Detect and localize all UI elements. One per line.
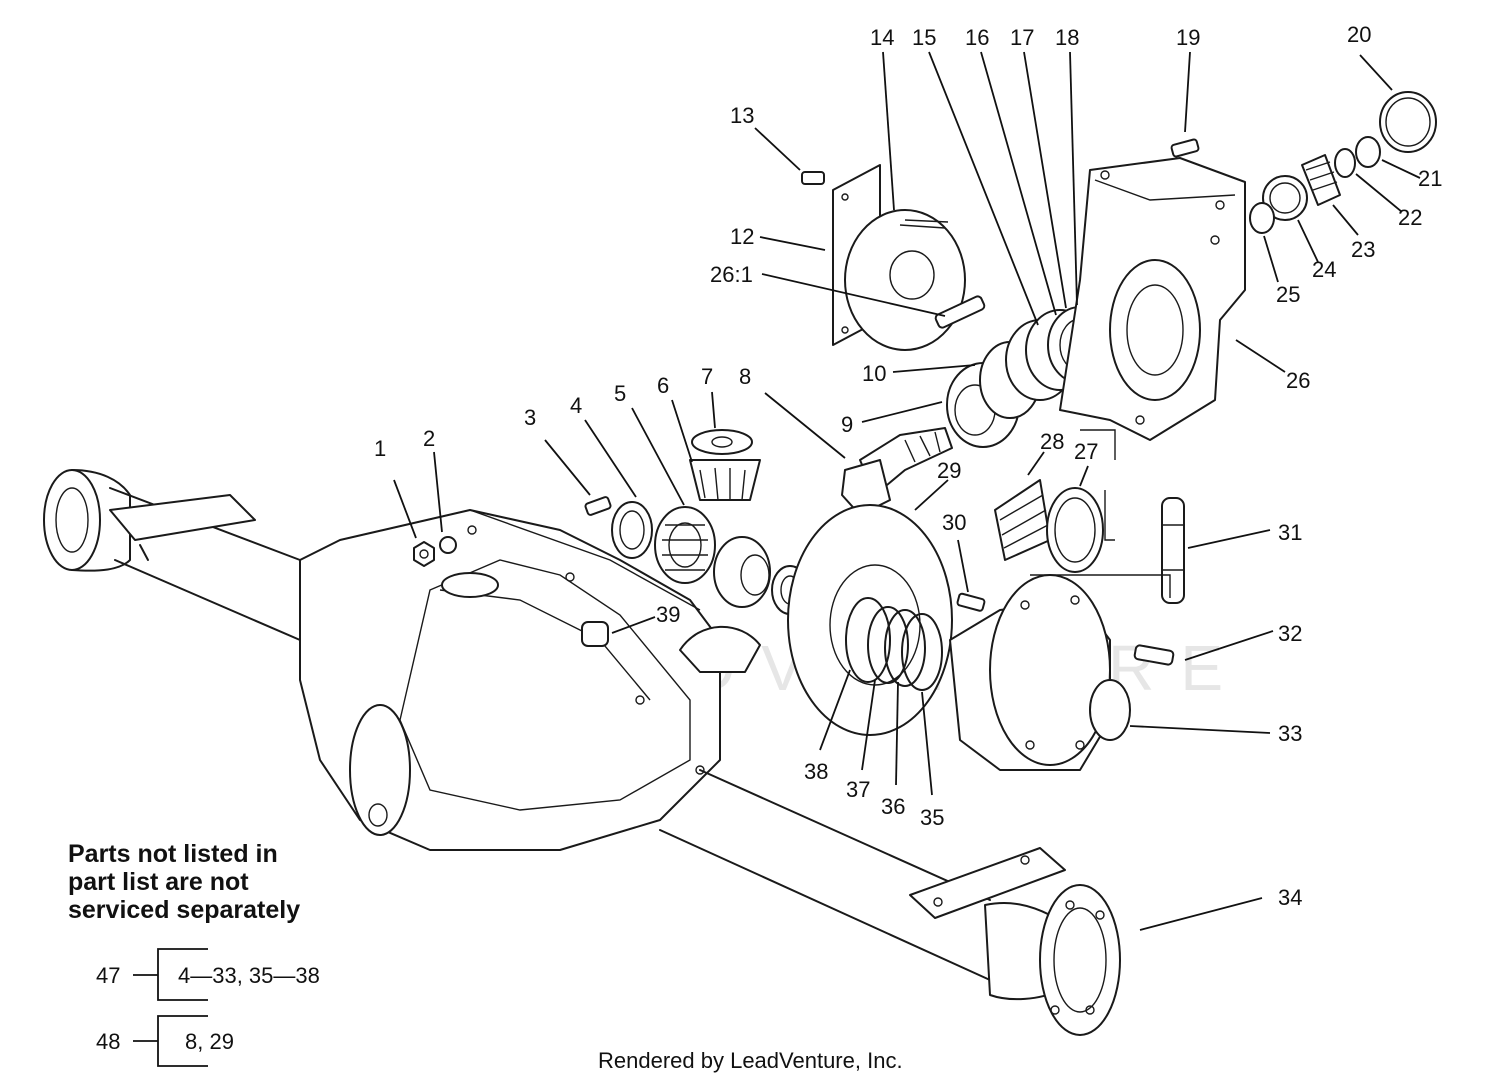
callout-37: 37 bbox=[846, 777, 870, 802]
case-bolt-part bbox=[1133, 644, 1175, 666]
callout-2: 2 bbox=[423, 426, 435, 451]
callout-19: 19 bbox=[1176, 25, 1200, 50]
callout-34: 34 bbox=[1278, 885, 1302, 910]
callout-35: 35 bbox=[920, 805, 944, 830]
callout-36: 36 bbox=[881, 794, 905, 819]
callout-31: 31 bbox=[1278, 520, 1302, 545]
bearing-cone-part bbox=[1249, 202, 1275, 234]
callout-4: 4 bbox=[570, 393, 582, 418]
case-screw-part bbox=[1170, 138, 1200, 158]
callout-18: 18 bbox=[1055, 25, 1079, 50]
callout-39: 39 bbox=[656, 602, 680, 627]
input-gear-part bbox=[1301, 154, 1341, 206]
callout-30: 30 bbox=[942, 510, 966, 535]
thrust-washer-part bbox=[611, 501, 653, 559]
note-line-1: Parts not listed in bbox=[68, 840, 278, 868]
callout-33: 33 bbox=[1278, 721, 1302, 746]
washer-part bbox=[1334, 148, 1356, 178]
kit-brackets bbox=[133, 948, 208, 1067]
callout-15: 15 bbox=[912, 25, 936, 50]
callout-32: 32 bbox=[1278, 621, 1302, 646]
callout-7: 7 bbox=[701, 364, 713, 389]
lockwasher-part bbox=[439, 536, 457, 554]
pinion-shaft-part bbox=[841, 427, 953, 516]
cover-part bbox=[844, 209, 966, 351]
bolt-part bbox=[934, 295, 986, 329]
gearcase-part bbox=[1059, 157, 1246, 441]
leader-lines bbox=[393, 51, 1421, 931]
pin-part bbox=[584, 496, 612, 516]
callout-10: 10 bbox=[862, 361, 886, 386]
callout-labels: 1 2 3 4 5 6 7 8 9 10 12 13 14 15 16 17 1… bbox=[374, 22, 1442, 910]
screw-part bbox=[801, 171, 825, 185]
lower-pinion-gear-part bbox=[679, 625, 761, 673]
callout-6: 6 bbox=[657, 373, 669, 398]
side-gear-2-part bbox=[713, 536, 771, 608]
callout-22: 22 bbox=[1398, 205, 1422, 230]
kit-47-range: 4—33, 35—38 bbox=[178, 963, 320, 988]
callout-28: 28 bbox=[1040, 429, 1064, 454]
callout-20: 20 bbox=[1347, 22, 1371, 47]
callout-14: 14 bbox=[870, 25, 894, 50]
callout-12: 12 bbox=[730, 224, 754, 249]
callout-27: 27 bbox=[1074, 439, 1098, 464]
callout-5: 5 bbox=[614, 381, 626, 406]
callout-13: 13 bbox=[730, 103, 754, 128]
callout-25: 25 bbox=[1276, 282, 1300, 307]
plug-part bbox=[581, 621, 609, 647]
nut-part bbox=[413, 541, 435, 567]
axle-housing bbox=[43, 469, 1121, 1036]
bearing-cup-2-part bbox=[1046, 487, 1104, 573]
callout-26: 26 bbox=[1286, 368, 1310, 393]
carrier-bearing-part bbox=[994, 479, 1051, 561]
kit-47-number: 47 bbox=[96, 963, 121, 988]
callout-21: 21 bbox=[1418, 166, 1442, 191]
spring-pin-part bbox=[956, 592, 986, 612]
callout-23: 23 bbox=[1351, 237, 1375, 262]
callout-8: 8 bbox=[739, 364, 751, 389]
pinion-gear-part bbox=[689, 459, 761, 501]
side-gear-part bbox=[654, 506, 716, 584]
callout-26-1: 26:1 bbox=[710, 262, 753, 287]
note-line-3: serviced separately bbox=[68, 896, 301, 924]
note-line-2: part list are not bbox=[68, 868, 249, 896]
retaining-ring-part bbox=[1355, 136, 1381, 168]
callout-38: 38 bbox=[804, 759, 828, 784]
callout-3: 3 bbox=[524, 405, 536, 430]
not-serviced-note: Parts not listed in part list are not se… bbox=[68, 840, 368, 924]
callout-24: 24 bbox=[1312, 257, 1336, 282]
cross-shaft-part bbox=[1161, 497, 1185, 604]
render-credit: Rendered by LeadVenture, Inc. bbox=[598, 1048, 903, 1073]
pinion-washer-part bbox=[691, 429, 753, 455]
kit-48-number: 48 bbox=[96, 1029, 121, 1054]
differential-case-part bbox=[949, 574, 1131, 771]
callout-1: 1 bbox=[374, 436, 386, 461]
callout-17: 17 bbox=[1010, 25, 1034, 50]
callout-29: 29 bbox=[937, 458, 961, 483]
callout-9: 9 bbox=[841, 412, 853, 437]
callout-16: 16 bbox=[965, 25, 989, 50]
cap-part bbox=[1379, 91, 1437, 153]
kit-48-range: 8, 29 bbox=[185, 1029, 234, 1054]
